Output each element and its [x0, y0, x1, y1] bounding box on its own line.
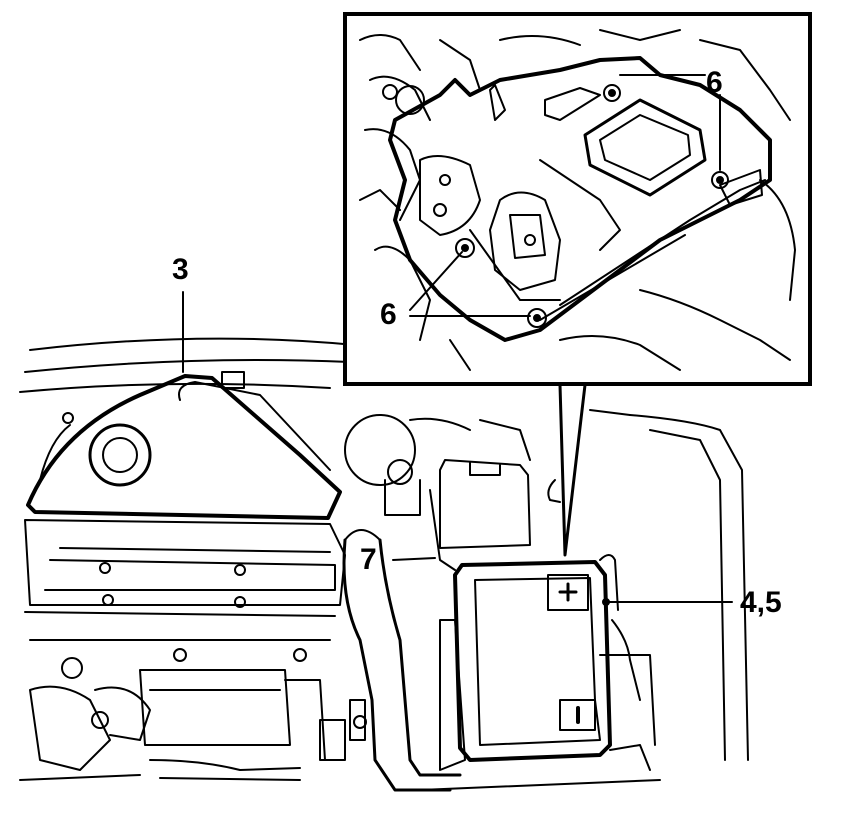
battery-tray — [388, 56, 772, 342]
hood-line — [19, 382, 331, 393]
callout-7: 7 — [360, 543, 377, 576]
callout-6-top: 6 — [706, 66, 723, 99]
inset-frame — [343, 12, 812, 386]
callout-4-5: 4,5 — [740, 586, 782, 619]
battery-tray-inset — [359, 29, 796, 371]
oil-filler-cap — [88, 423, 152, 487]
leader-6c — [409, 251, 463, 311]
fender-line — [629, 414, 749, 761]
engine-cover — [26, 374, 342, 520]
intake-hose — [342, 538, 452, 792]
inset-pointer — [558, 383, 587, 557]
battery-minus-terminal — [559, 699, 596, 731]
intake-hose — [378, 538, 462, 777]
hood-line — [24, 358, 351, 373]
fender-line — [589, 409, 631, 416]
battery-clamp — [439, 619, 466, 771]
battery-case — [453, 560, 612, 762]
hood-line — [29, 337, 356, 351]
leader-7 — [392, 557, 436, 561]
callout-3: 3 — [172, 253, 189, 286]
engine-cover-inner — [178, 381, 331, 471]
tray-recess — [489, 191, 561, 291]
battery-plus-terminal — [547, 574, 589, 611]
fender-line — [649, 429, 726, 761]
valve-cover — [139, 669, 291, 746]
battery-top — [474, 577, 601, 746]
tray-opening — [583, 98, 707, 197]
fuse-box — [439, 459, 531, 549]
callout-6-bottom: 6 — [380, 298, 397, 331]
cylinder-head — [24, 519, 346, 606]
oil-filler-cap-inner — [102, 437, 138, 473]
